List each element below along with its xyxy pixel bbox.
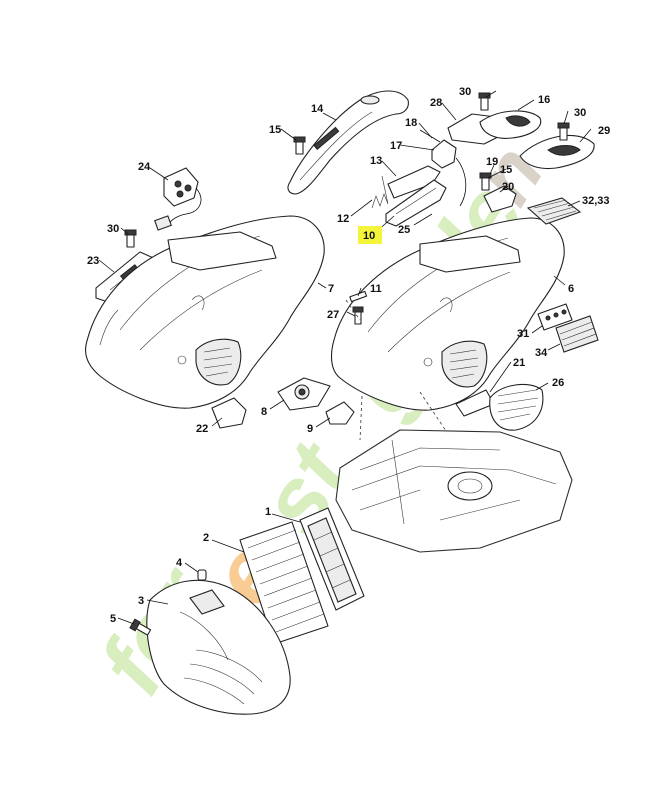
part-30-screw-top [478, 92, 491, 111]
callout-15-right: 15 [500, 164, 512, 176]
callout-30-top: 30 [459, 86, 471, 98]
callout-7: 7 [328, 283, 334, 295]
part-30-screw-right [557, 122, 570, 141]
part-15-screw-left [293, 136, 306, 155]
callout-10-highlight [358, 226, 382, 244]
part-24-sensor [154, 167, 202, 231]
callout-15-left: 15 [269, 124, 281, 136]
callout-5: 5 [110, 613, 116, 625]
callout-18: 18 [405, 117, 417, 129]
engine-block [335, 429, 573, 553]
callout-16: 16 [538, 94, 550, 106]
callout-9: 9 [307, 423, 313, 435]
callout-24: 24 [138, 161, 151, 173]
part-20-switch [483, 185, 517, 213]
part-26-shutter [489, 383, 544, 431]
callout-31: 31 [517, 328, 529, 340]
callout-29: 29 [598, 125, 610, 137]
part-10-trigger [385, 179, 447, 227]
callout-30-left: 30 [107, 223, 119, 235]
callout-13: 13 [370, 155, 382, 167]
callout-22: 22 [196, 423, 208, 435]
callout-labels: 14 15 24 30 23 7 6 13 12 10 11 27 8 9 22… [87, 86, 610, 625]
leader-lines [98, 90, 592, 625]
callout-3: 3 [138, 595, 144, 607]
part-29-cover [519, 135, 595, 170]
callout-4: 4 [176, 557, 183, 569]
callout-10: 10 [363, 230, 375, 242]
callout-19: 19 [486, 156, 498, 168]
callout-11: 11 [370, 283, 382, 295]
part-31-plate [537, 303, 573, 331]
callout-28: 28 [430, 97, 442, 109]
part-15-screw-right [479, 172, 492, 191]
callout-6: 6 [568, 283, 574, 295]
part-34-grille [555, 315, 599, 353]
part-14-handle [287, 90, 409, 195]
part-1-filter-frame [299, 507, 365, 611]
callout-34: 34 [535, 347, 548, 359]
part-5-screw [129, 618, 152, 636]
callout-32-33: 32,33 [582, 195, 610, 207]
callout-25: 25 [398, 224, 410, 236]
part-6-right-shroud [330, 217, 565, 411]
part-32-33-grille [526, 197, 582, 225]
part-9-bracket [325, 401, 355, 425]
part-16-cover [479, 110, 542, 139]
callout-30-right: 30 [574, 107, 586, 119]
callout-17: 17 [390, 140, 402, 152]
part-7-left-shroud [84, 215, 325, 409]
part-12-spring [371, 175, 389, 209]
part-30-screw-left [124, 229, 137, 248]
callout-8: 8 [261, 406, 267, 418]
part-3-filter-cover [146, 579, 291, 715]
part-2-filter [239, 521, 329, 645]
callout-12: 12 [337, 213, 349, 225]
callout-23: 23 [87, 255, 99, 267]
callout-1: 1 [265, 506, 271, 518]
callout-27: 27 [327, 309, 339, 321]
part-17-18-bracket [419, 129, 467, 207]
callout-2: 2 [203, 532, 209, 544]
callout-14: 14 [311, 103, 324, 115]
part-11-pin [349, 290, 368, 303]
part-4-plug [197, 569, 207, 581]
callout-20: 20 [502, 181, 514, 193]
callout-26: 26 [552, 377, 564, 389]
part-8-plate [277, 377, 331, 411]
callout-21: 21 [513, 357, 525, 369]
part-13-lever [387, 165, 441, 199]
part-22-block [211, 397, 247, 429]
